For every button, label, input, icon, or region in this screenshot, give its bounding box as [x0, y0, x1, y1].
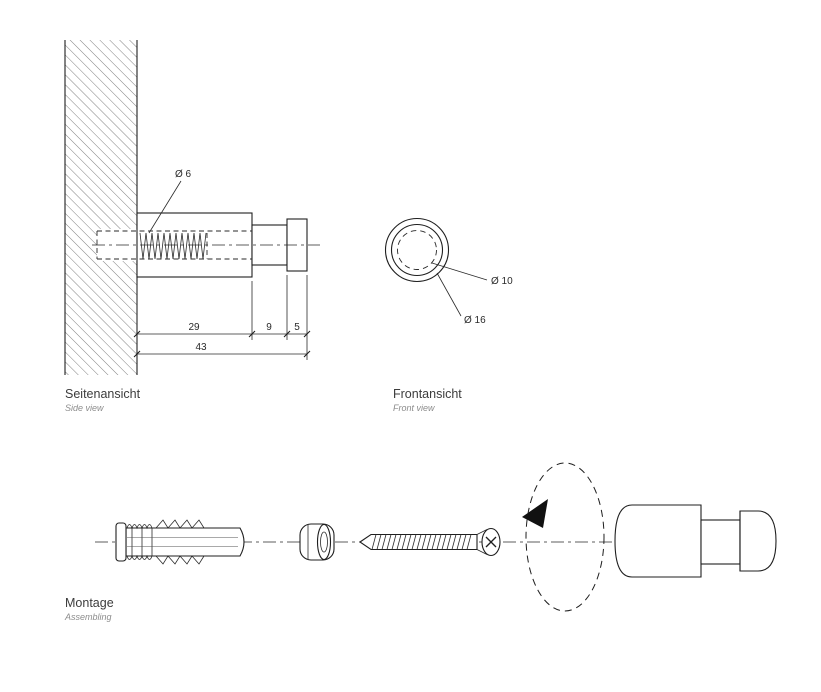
wall-hatch	[64, 40, 138, 375]
outer-diameter-callout: Ø 16	[436, 272, 486, 326]
dimension-row-total: 43	[133, 342, 311, 358]
grommet	[299, 523, 335, 561]
inner-diameter-label: Ø 10	[491, 276, 513, 287]
phillips-cross-icon	[485, 536, 497, 548]
outer-diameter-label: Ø 16	[464, 315, 486, 326]
dimension-extension-lines	[136, 275, 308, 360]
hidden-screw-lines	[96, 230, 252, 260]
rotation-arrow-icon	[522, 499, 548, 528]
rotation-indicator	[522, 462, 605, 612]
hook-body	[614, 504, 777, 578]
screw	[359, 527, 501, 557]
screw-threads	[371, 534, 472, 550]
screw-diameter-label: Ø 6	[175, 169, 192, 180]
front-view-title: Frontansicht	[393, 387, 462, 401]
front-view: Ø 10 Ø 16 Frontansicht Front view	[384, 217, 513, 413]
dim-43-label: 43	[195, 342, 207, 353]
wall-plug	[115, 519, 245, 565]
side-view-subtitle: Side view	[65, 403, 104, 413]
hook-knob	[739, 510, 777, 572]
hook-neck	[700, 519, 741, 565]
dimension-row-lengths: 29 9 5	[133, 322, 311, 338]
dim-29-label: 29	[188, 322, 200, 333]
inner-dashed-circle	[397, 230, 437, 270]
front-view-subtitle: Front view	[393, 403, 435, 413]
dim-5-label: 5	[294, 322, 300, 333]
assembly-subtitle: Assembling	[64, 612, 112, 622]
side-view: Ø 6 29 9 5 43 Seitenansicht	[64, 40, 320, 413]
screw-thread-symbol	[139, 232, 207, 260]
assembly-title: Montage	[65, 596, 114, 610]
outer-circle	[384, 217, 450, 283]
mid-circle	[390, 223, 444, 277]
dim-9-label: 9	[266, 322, 272, 333]
side-view-title: Seitenansicht	[65, 387, 141, 401]
assembly-view: Montage Assembling	[64, 462, 777, 622]
inner-diameter-callout: Ø 10	[431, 262, 513, 287]
screw-diameter-callout: Ø 6	[148, 169, 192, 234]
